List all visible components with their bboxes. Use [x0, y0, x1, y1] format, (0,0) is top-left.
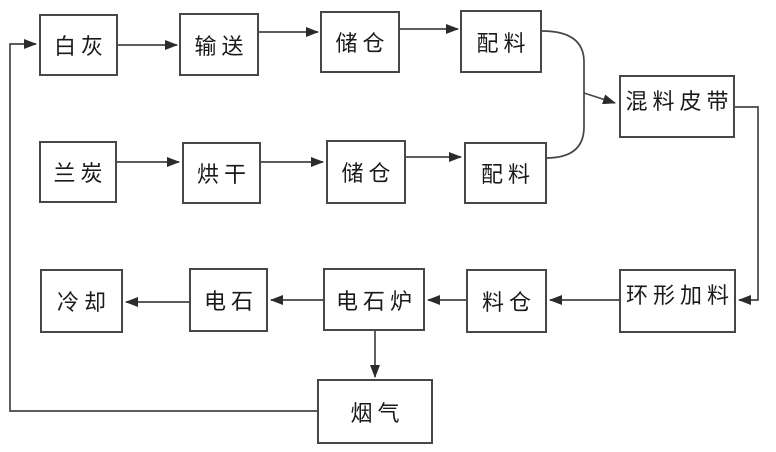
edge-merge-to-hunliao-pidai [583, 92, 616, 105]
node-liaocang: 料仓 [466, 269, 547, 333]
edge-peiliao-merge-bracket [541, 30, 585, 159]
node-lantan: 兰炭 [39, 141, 117, 203]
node-chucang-top: 储仓 [320, 11, 400, 73]
edge-hunliao-pidai-to-huanxing-jialiao [735, 106, 759, 305]
edge-yanqi-to-baihui [9, 39, 317, 412]
node-dianshilu: 电石炉 [323, 268, 425, 331]
node-hunliao-pidai: 混料皮带 [619, 75, 735, 138]
node-dianshi: 电石 [189, 268, 268, 332]
node-chucang-bottom: 储仓 [326, 140, 406, 204]
node-shusong: 输送 [179, 13, 259, 76]
node-lengque: 冷却 [40, 269, 123, 333]
node-huanxing-jialiao: 环形加料 [619, 269, 736, 333]
node-honggan: 烘干 [182, 142, 261, 204]
node-yanqi: 烟气 [317, 379, 433, 444]
node-baihui: 白灰 [39, 14, 118, 76]
node-peiliao-top: 配料 [460, 10, 542, 73]
node-peiliao-bottom: 配料 [464, 142, 547, 204]
